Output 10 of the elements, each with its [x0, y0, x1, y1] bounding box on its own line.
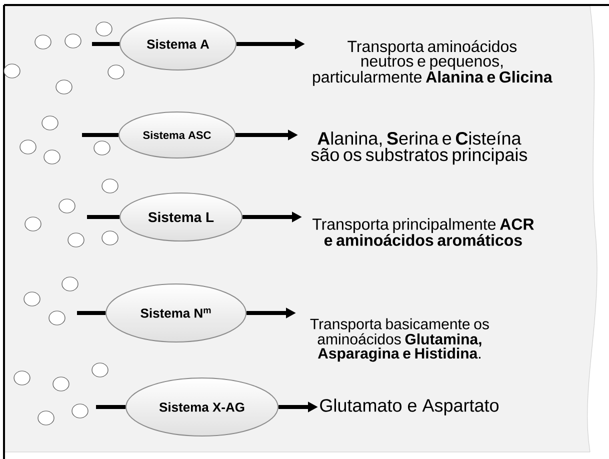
connector-line	[77, 311, 106, 315]
connector-line	[92, 42, 120, 46]
description-text: Alanina, Serina e Cisteína são os substratos principais	[311, 131, 528, 165]
description-text: Transporta basicamente os aminoácidos Glutamina, Asparagina e Histidina.	[310, 318, 489, 362]
description-text: Glutamato e Aspartato	[320, 398, 499, 416]
connector-line	[96, 405, 126, 409]
description-text: Transporta aminoácidos neutros e pequenos, particularmente Alanina e Glicina	[313, 40, 552, 86]
description-text: Transporta principalmente ACR e aminoácidos aromáticos	[312, 218, 534, 246]
connector-line	[87, 215, 120, 219]
connector-line	[82, 133, 118, 137]
